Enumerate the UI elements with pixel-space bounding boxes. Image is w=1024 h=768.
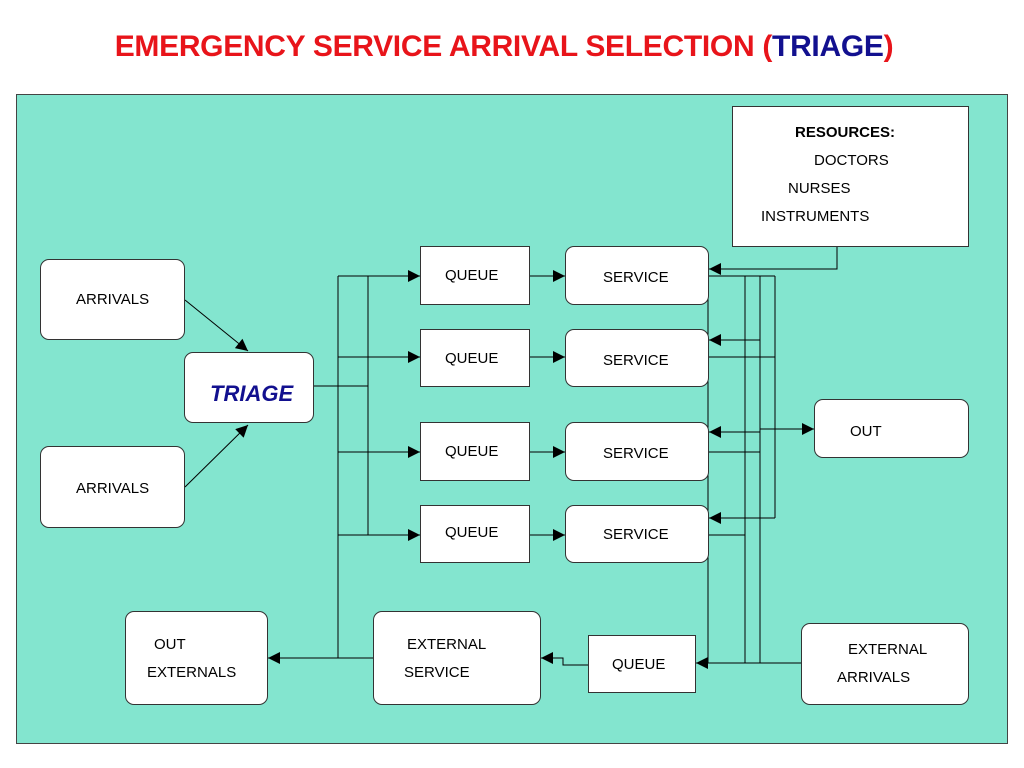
resources-instruments: INSTRUMENTS bbox=[761, 208, 870, 225]
service-box-4: SERVICE bbox=[565, 505, 709, 563]
queue-label-3: QUEUE bbox=[445, 443, 499, 460]
queue-label-2: QUEUE bbox=[445, 350, 499, 367]
external-arrivals-line-1: EXTERNAL bbox=[848, 641, 928, 658]
external-arrivals-line-2: ARRIVALS bbox=[837, 669, 911, 686]
external-queue-box: QUEUE bbox=[588, 635, 696, 693]
queue-box-4: QUEUE bbox=[420, 505, 530, 563]
service-box-2: SERVICE bbox=[565, 329, 709, 387]
triage-box: TRIAGE bbox=[184, 352, 314, 423]
diagram-title: EMERGENCY SERVICE ARRIVAL SELECTION (TRI… bbox=[0, 30, 1008, 64]
resources-heading: RESOURCES: bbox=[795, 124, 896, 141]
service-label-2: SERVICE bbox=[603, 352, 669, 369]
out-externals-box: OUT EXTERNALS bbox=[125, 611, 268, 705]
queue-label-4: QUEUE bbox=[445, 524, 499, 541]
arrivals-box-1: ARRIVALS bbox=[40, 259, 185, 340]
arrivals-label-1: ARRIVALS bbox=[76, 291, 150, 308]
service-label-3: SERVICE bbox=[603, 445, 669, 462]
arrivals-label-2: ARRIVALS bbox=[76, 480, 150, 497]
external-service-box: EXTERNAL SERVICE bbox=[373, 611, 541, 705]
service-box-3: SERVICE bbox=[565, 422, 709, 481]
service-box-1: SERVICE bbox=[565, 246, 709, 305]
external-service-line-2: SERVICE bbox=[404, 664, 470, 681]
external-queue-label: QUEUE bbox=[612, 656, 666, 673]
title-emphasis: TRIAGE bbox=[772, 30, 884, 63]
resources-nurses: NURSES bbox=[788, 180, 851, 197]
queue-box-3: QUEUE bbox=[420, 422, 530, 481]
out-externals-line-2: EXTERNALS bbox=[147, 664, 237, 681]
queue-label-1: QUEUE bbox=[445, 267, 499, 284]
out-externals-line-1: OUT bbox=[154, 636, 186, 653]
title-main: EMERGENCY SERVICE ARRIVAL SELECTION ( bbox=[114, 30, 773, 63]
resources-doctors: DOCTORS bbox=[814, 152, 889, 169]
external-arrivals-box: EXTERNAL ARRIVALS bbox=[801, 623, 969, 705]
queue-box-1: QUEUE bbox=[420, 246, 530, 305]
title-close: ) bbox=[883, 30, 894, 63]
service-label-1: SERVICE bbox=[603, 269, 669, 286]
out-box: OUT bbox=[814, 399, 969, 458]
external-service-line-1: EXTERNAL bbox=[407, 636, 487, 653]
triage-label: TRIAGE bbox=[210, 381, 294, 406]
out-label: OUT bbox=[850, 423, 882, 440]
queue-box-2: QUEUE bbox=[420, 329, 530, 387]
service-label-4: SERVICE bbox=[603, 526, 669, 543]
arrivals-box-2: ARRIVALS bbox=[40, 446, 185, 528]
resources-box: RESOURCES: DOCTORS NURSES INSTRUMENTS bbox=[732, 106, 969, 247]
